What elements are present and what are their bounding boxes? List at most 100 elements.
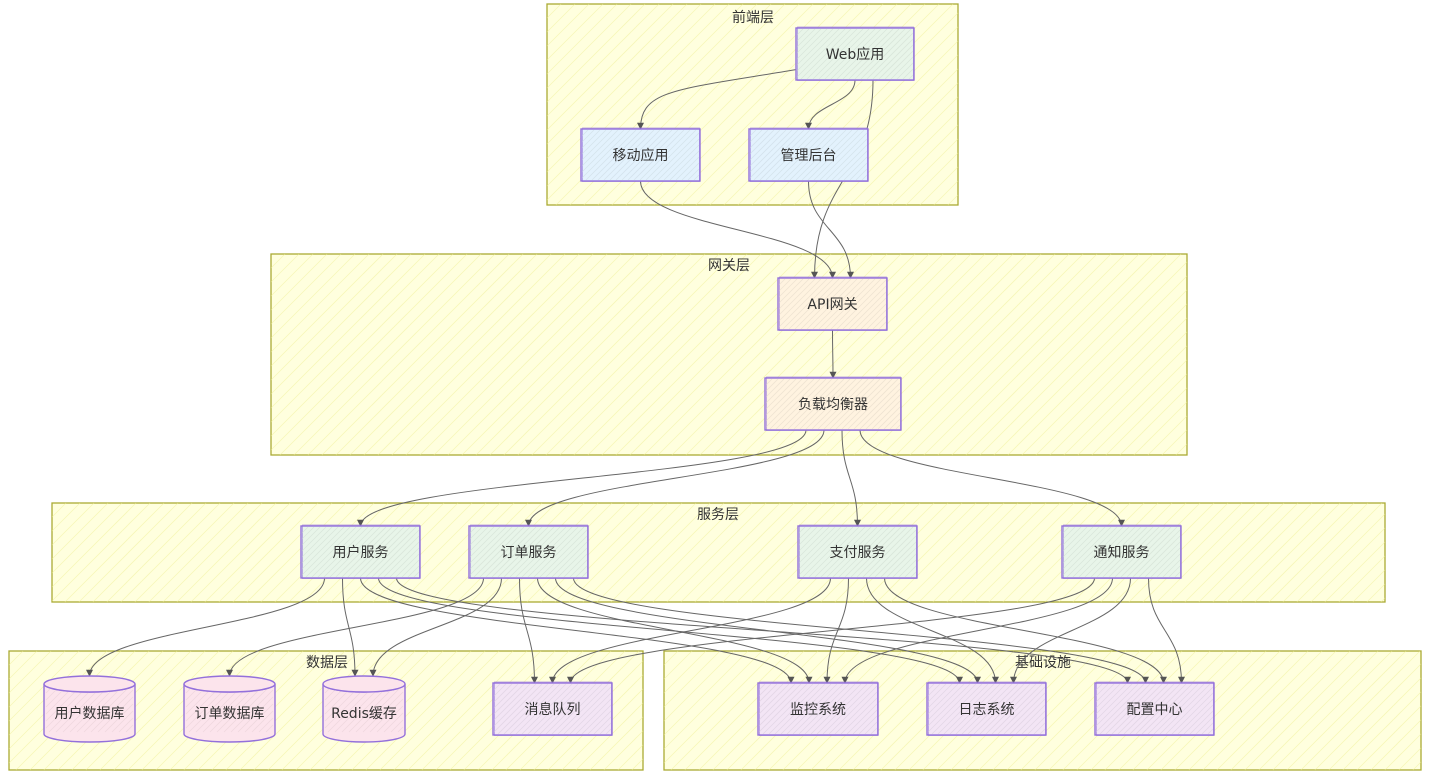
cluster-label: 前端层 bbox=[732, 9, 774, 26]
edge-lb-to-user bbox=[357, 429, 807, 527]
node-label: 日志系统 bbox=[959, 702, 1015, 718]
node-sketch-stroke bbox=[779, 276, 887, 331]
hatch-fill bbox=[758, 683, 878, 735]
node-sketch-stroke bbox=[750, 127, 868, 182]
edge-user-to-log bbox=[378, 577, 963, 684]
node-label: 通知服务 bbox=[1094, 544, 1150, 561]
node-sketch-stroke bbox=[1063, 524, 1181, 579]
node-sketch-stroke bbox=[494, 681, 612, 736]
node-mq[interactable]: 消息队列 bbox=[492, 681, 613, 736]
node-sketch-stroke bbox=[766, 376, 901, 431]
edge-pay-to-config bbox=[884, 577, 1167, 684]
cluster-gateway: 网关层 bbox=[270, 253, 1188, 456]
node-api[interactable]: API网关 bbox=[777, 276, 888, 331]
node-label: 配置中心 bbox=[1127, 702, 1183, 718]
edge-notify-to-config bbox=[1148, 577, 1185, 684]
hatch-fill bbox=[301, 526, 420, 578]
node-notify[interactable]: 通知服务 bbox=[1061, 524, 1182, 579]
hatch-fill bbox=[324, 685, 404, 733]
node-monitor[interactable]: 监控系统 bbox=[757, 681, 879, 736]
node-lb[interactable]: 负载均衡器 bbox=[764, 376, 902, 431]
edges-layer bbox=[86, 69, 1185, 684]
edge-order-to-monitor bbox=[537, 577, 813, 684]
edge-order-to-orderdb bbox=[226, 577, 484, 677]
node-label: 用户数据库 bbox=[55, 705, 125, 722]
node-user[interactable]: 用户服务 bbox=[300, 524, 421, 579]
hatch-fill bbox=[45, 685, 134, 733]
node-userdb[interactable]: 用户数据库 bbox=[43, 675, 136, 743]
hatch-fill bbox=[798, 526, 917, 578]
cluster-services: 服务层 bbox=[51, 502, 1386, 603]
hatch-fill bbox=[927, 683, 1046, 735]
edge-notify-to-mq bbox=[567, 577, 1095, 684]
hatch-fill bbox=[546, 3, 959, 206]
edge-pay-to-log bbox=[866, 577, 999, 684]
node-sketch-stroke bbox=[1096, 681, 1214, 736]
edge-user-to-userdb bbox=[86, 577, 325, 677]
hatch-fill bbox=[493, 683, 612, 735]
edge-admin-to-api bbox=[808, 180, 854, 279]
cluster-label: 基础设施 bbox=[1015, 654, 1071, 671]
cylinder-top bbox=[43, 675, 136, 693]
hatch-fill bbox=[796, 28, 914, 80]
edge-mobile-to-api bbox=[640, 180, 836, 279]
node-pay[interactable]: 支付服务 bbox=[797, 524, 918, 579]
node-sketch-stroke bbox=[797, 26, 914, 81]
edge-web-to-mobile bbox=[637, 69, 797, 130]
edge-order-to-redis bbox=[369, 577, 502, 677]
node-label: 订单服务 bbox=[501, 545, 557, 561]
cluster-box bbox=[270, 253, 1188, 456]
edge-order-to-log bbox=[555, 577, 981, 684]
node-mobile[interactable]: 移动应用 bbox=[580, 127, 701, 182]
node-label: API网关 bbox=[807, 297, 857, 313]
hatch-fill bbox=[469, 526, 588, 578]
edge-notify-to-monitor bbox=[841, 577, 1113, 684]
cluster-label: 网关层 bbox=[708, 258, 750, 274]
edge-lb-to-order bbox=[525, 429, 825, 527]
node-admin[interactable]: 管理后台 bbox=[748, 127, 869, 182]
node-label: 负载均衡器 bbox=[798, 397, 868, 413]
cluster-label: 服务层 bbox=[697, 507, 739, 523]
node-redis[interactable]: Redis缓存 bbox=[322, 675, 406, 743]
edge-pay-to-mq bbox=[549, 577, 831, 684]
node-label: 监控系统 bbox=[790, 702, 846, 718]
node-sketch-stroke bbox=[582, 127, 700, 182]
hatch-fill bbox=[765, 378, 901, 430]
hatch-fill bbox=[778, 278, 887, 330]
node-sketch-stroke bbox=[759, 681, 878, 736]
node-sketch-stroke bbox=[928, 681, 1046, 736]
hatch-fill bbox=[185, 685, 274, 733]
edge-order-to-mq bbox=[519, 577, 538, 684]
hatch-fill bbox=[1095, 683, 1214, 735]
cylinder-top bbox=[183, 675, 276, 693]
node-label: Redis缓存 bbox=[331, 706, 397, 722]
hatch-fill bbox=[749, 129, 868, 181]
node-label: 管理后台 bbox=[781, 148, 837, 164]
node-label: 支付服务 bbox=[830, 545, 886, 561]
edge-pay-to-monitor bbox=[823, 577, 849, 684]
edge-lb-to-pay bbox=[841, 429, 861, 527]
node-label: 订单数据库 bbox=[195, 706, 265, 722]
node-config[interactable]: 配置中心 bbox=[1094, 681, 1215, 736]
node-web[interactable]: Web应用 bbox=[795, 26, 915, 81]
edge-user-to-monitor bbox=[360, 577, 795, 684]
node-order[interactable]: 订单服务 bbox=[468, 524, 589, 579]
edge-user-to-redis bbox=[342, 577, 359, 677]
hatch-fill bbox=[270, 253, 1188, 456]
node-orderdb[interactable]: 订单数据库 bbox=[183, 675, 276, 743]
node-log[interactable]: 日志系统 bbox=[926, 681, 1047, 736]
hatch-fill bbox=[581, 129, 700, 181]
edge-notify-to-log bbox=[1010, 577, 1131, 684]
node-label: 消息队列 bbox=[525, 701, 581, 718]
node-label: 用户服务 bbox=[333, 544, 389, 561]
edge-user-to-config bbox=[396, 577, 1131, 684]
node-label: 移动应用 bbox=[613, 147, 669, 164]
cluster-label: 数据层 bbox=[306, 655, 348, 671]
edge-api-to-lb bbox=[829, 329, 837, 379]
cylinder-top bbox=[322, 675, 406, 693]
node-sketch-stroke bbox=[470, 524, 588, 579]
node-sketch-stroke bbox=[302, 524, 420, 579]
